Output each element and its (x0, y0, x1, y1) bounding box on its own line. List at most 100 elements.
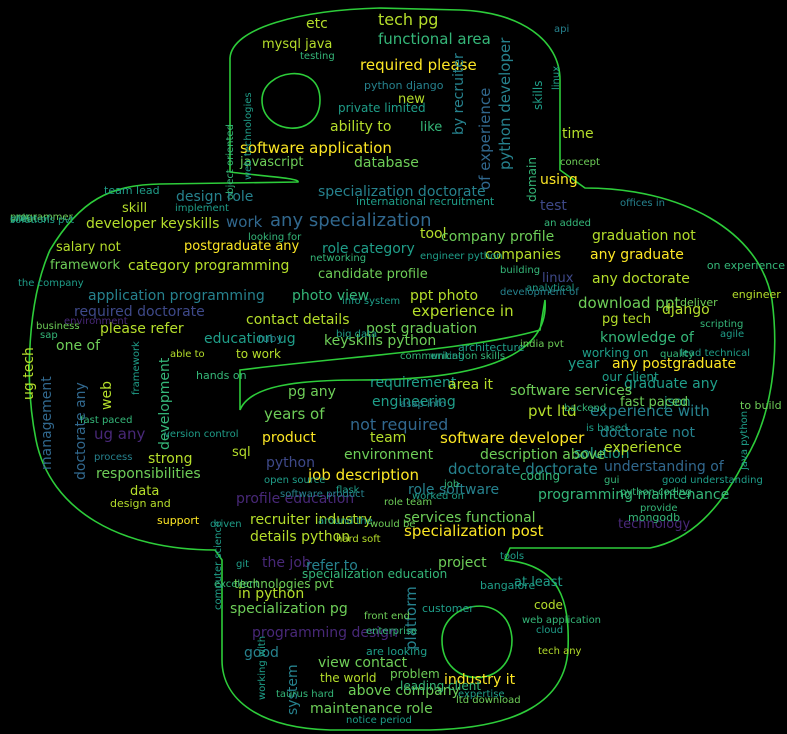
cloud-word: test (540, 198, 567, 214)
cloud-word: required please (360, 56, 477, 74)
cloud-word: specialization post (404, 522, 544, 540)
cloud-word: services functional (404, 510, 536, 526)
cloud-word: development of (500, 287, 579, 298)
cloud-word: any doctorate (592, 271, 690, 287)
cloud-word: category programming (128, 258, 290, 274)
cloud-word: of experience (476, 87, 494, 190)
cloud-word: tech pg (378, 10, 439, 29)
cloud-word: postgraduate any (184, 239, 300, 254)
cloud-word: ppt photo (410, 288, 479, 304)
cloud-word: python (266, 455, 315, 471)
cloud-word: photo view (292, 288, 370, 304)
cloud-word: responsibilities (96, 466, 201, 482)
cloud-word: to build (740, 399, 782, 412)
cloud-word: version control (164, 429, 239, 440)
cloud-word: are looking (366, 645, 428, 658)
cloud-word: description above (480, 447, 606, 463)
cloud-word: support (157, 514, 200, 527)
cloud-word: would be (370, 519, 416, 530)
cloud-word: ltd download (456, 695, 521, 706)
cloud-word: web (99, 381, 115, 410)
cloud-word: refer to (306, 558, 358, 574)
cloud-word: view contact (318, 655, 408, 671)
cloud-word: git (236, 559, 250, 570)
cloud-word: any graduate (590, 247, 684, 263)
cloud-word: one of (56, 338, 100, 354)
cloud-word: info system (342, 296, 401, 307)
cloud-word: new (398, 92, 425, 107)
cloud-word: ug any (94, 425, 146, 443)
cloud-word: java python (739, 410, 750, 470)
cloud-word: driven (210, 519, 242, 530)
cloud-word: framework (131, 341, 142, 395)
cloud-word: programmer (10, 212, 73, 223)
cloud-word: india pvt (520, 339, 564, 350)
cloud-word: private limited (338, 101, 426, 115)
cloud-word: at least (514, 575, 563, 590)
cloud-word: solution (574, 446, 630, 462)
cloud-word: etc (306, 16, 328, 32)
cloud-word: domain (525, 157, 539, 202)
cloud-word: gui (604, 475, 620, 486)
cloud-word: working on (582, 346, 649, 360)
cloud-word: by recruiter (451, 53, 467, 135)
cloud-word: years of (264, 405, 325, 423)
cloud-word: sap (40, 330, 58, 341)
cloud-word: contact details (246, 312, 350, 328)
cloud-word: specialization education (302, 567, 448, 581)
cloud-word: like (420, 120, 443, 135)
cloud-word: flask (336, 485, 360, 496)
cloud-word: strong (148, 451, 193, 467)
cloud-word: django (662, 302, 710, 318)
cloud-word: programming design (252, 625, 398, 641)
cloud-word: concept (560, 157, 600, 168)
cloud-word: computer science (213, 520, 224, 610)
cloud-word: technology (618, 517, 691, 532)
cloud-word: project (438, 555, 487, 571)
cloud-word: required doctorate (74, 304, 205, 320)
cloud-word: graduation not (592, 228, 696, 244)
cloud-word: around the (318, 516, 373, 527)
cloud-word: tool (420, 226, 447, 242)
cloud-word: software services (510, 383, 633, 399)
cloud-word: building (500, 265, 541, 276)
cloud-word: education ug (204, 331, 296, 347)
cloud-word: environment (64, 316, 128, 327)
cloud-word: pg any (288, 384, 336, 400)
cloud-word: tech any (538, 646, 582, 657)
cloud-word: our client (602, 370, 659, 384)
cloud-word: an added (544, 218, 591, 229)
cloud-word: worked on (412, 491, 464, 502)
cloud-word: team (370, 430, 407, 446)
cloud-word: experience in (412, 302, 514, 320)
cloud-word: doctorate not (600, 425, 696, 441)
cloud-word: role software (408, 482, 500, 498)
cloud-word: above company (348, 683, 460, 699)
cloud-word: keyskills python (324, 333, 437, 349)
cloud-word: engineer (732, 288, 781, 301)
cloud-word: role category (322, 241, 415, 257)
cloud-word: industry it (444, 672, 516, 688)
cloud-word: writing (430, 351, 465, 362)
cloud-word: the job (262, 555, 311, 571)
cloud-word: taurus hard (276, 689, 334, 700)
cloud-word: framework (50, 258, 121, 273)
cloud-word: mysql java (262, 37, 333, 52)
cloud-word: linux (551, 65, 562, 90)
cloud-word: candidate profile (318, 267, 428, 282)
cloud-word: profile education (236, 491, 355, 507)
cloud-word: excellent (214, 579, 260, 590)
cloud-word: design and (110, 497, 171, 510)
cloud-word: python developer (496, 37, 514, 170)
cloud-word: doctorate any (73, 382, 89, 480)
cloud-word: testing (300, 51, 335, 62)
cloud-word: the company (18, 278, 84, 289)
cloud-word: ruby (258, 332, 283, 345)
cloud-word: enterprise (366, 626, 418, 637)
cloud-word: working with (257, 635, 268, 700)
cloud-word: deliver (680, 296, 718, 309)
cloud-word: companies (485, 247, 562, 263)
cloud-word: application programming (88, 288, 265, 304)
cloud-word: fast paced (80, 415, 133, 426)
